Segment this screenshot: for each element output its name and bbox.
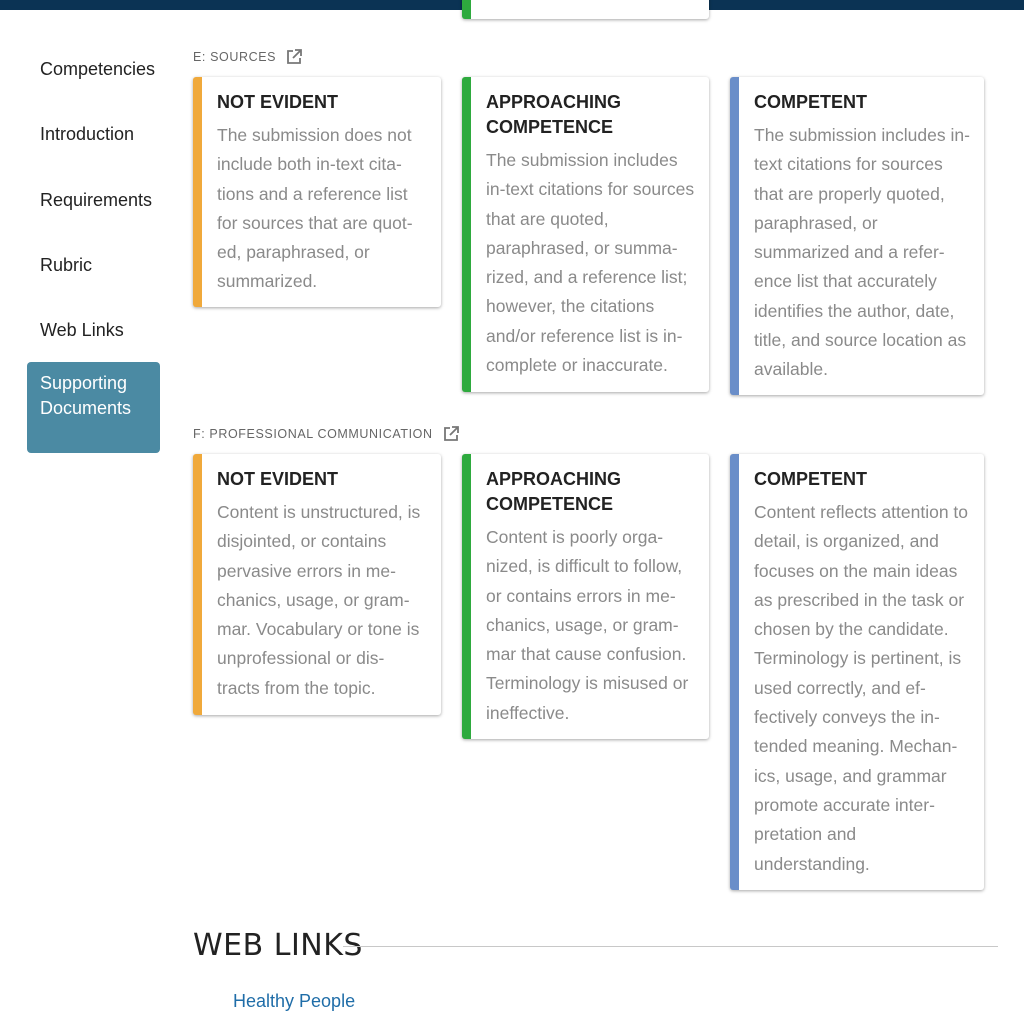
rubric-card-competent: COMPETENT The submission includes in-tex…: [730, 77, 984, 395]
external-link-icon[interactable]: [285, 48, 303, 66]
card-description: The submission includes in-text citation…: [754, 125, 970, 380]
sidebar-item-supporting-documents[interactable]: Supporting Documents: [27, 362, 160, 453]
card-description: Content reflects attention to detail, is…: [754, 502, 969, 874]
card-title: NOT EVIDENT: [217, 469, 339, 489]
card-title: COMPETENT: [754, 92, 868, 112]
card-description: Content is poorly orga- nized, is diffic…: [486, 527, 689, 723]
section-title: E: SOURCES: [193, 50, 277, 64]
section-label-professional-communication: F: PROFESSIONAL COMMUNICATION: [193, 425, 460, 443]
card-description: The submission does not include both in-…: [217, 125, 413, 292]
card-title: APPROACHING COMPETENCE: [486, 469, 622, 514]
external-link-icon[interactable]: [442, 425, 460, 443]
rubric-card-approaching-competence: APPROACHING COMPETENCE The submission in…: [462, 77, 709, 392]
sidebar-item-web-links[interactable]: Web Links: [40, 320, 124, 340]
section-title: F: PROFESSIONAL COMMUNICATION: [193, 427, 433, 441]
rubric-card-not-evident: NOT EVIDENT Content is unstructured, is …: [193, 454, 441, 715]
previous-rubric-card: [462, 0, 709, 19]
heading-divider: [343, 946, 998, 947]
web-link-healthy-people[interactable]: Healthy People: [233, 991, 356, 1011]
card-title: COMPETENT: [754, 469, 868, 489]
web-links-heading: WEB LINKS: [193, 928, 363, 963]
card-description: The submission includes in-text citation…: [486, 150, 695, 376]
card-title: NOT EVIDENT: [217, 92, 339, 112]
rubric-card-not-evident: NOT EVIDENT The submission does not incl…: [193, 77, 441, 307]
sidebar-item-requirements[interactable]: Requirements: [40, 190, 153, 210]
sidebar-item-rubric[interactable]: Rubric: [40, 255, 93, 275]
section-label-sources: E: SOURCES: [193, 48, 303, 66]
sidebar-item-introduction[interactable]: Introduction: [40, 124, 135, 144]
card-description: Content is unstructured, is disjointed, …: [217, 502, 421, 698]
sidebar-item-competencies[interactable]: Competencies: [40, 59, 156, 79]
rubric-card-competent: COMPETENT Content reflects attention to …: [730, 454, 984, 890]
rubric-card-approaching-competence: APPROACHING COMPETENCE Content is poorly…: [462, 454, 709, 739]
card-title: APPROACHING COMPETENCE: [486, 92, 622, 137]
